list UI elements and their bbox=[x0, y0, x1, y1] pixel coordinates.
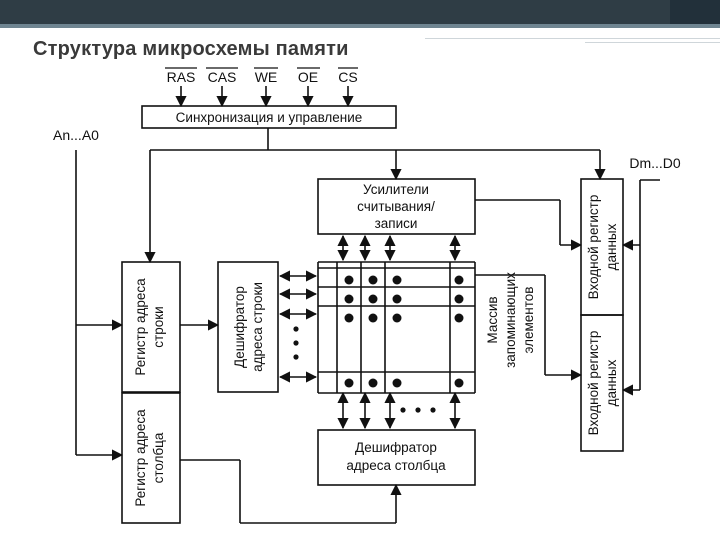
input-reg-top-line1: Входной регистр bbox=[586, 195, 601, 300]
array-line2: запоминающих bbox=[503, 272, 518, 368]
slide-top-bar-corner bbox=[670, 0, 720, 26]
input-reg-bottom-line2: данных bbox=[604, 359, 619, 406]
input-reg-top-line2: данных bbox=[604, 223, 619, 270]
memory-cells bbox=[293, 275, 464, 413]
row-register-line2: строки bbox=[151, 306, 166, 347]
slide-top-accent bbox=[0, 24, 720, 28]
col-register-line1: Регистр адреса bbox=[133, 409, 148, 507]
sense-amp-line3: записи bbox=[375, 216, 418, 231]
address-bus-label: An...A0 bbox=[53, 127, 99, 143]
title-decoration bbox=[425, 38, 720, 44]
sense-amp-line1: Усилители bbox=[363, 182, 429, 197]
col-decoder-line1: Дешифратор bbox=[355, 440, 437, 455]
row-decoder-line1: Дешифратор bbox=[232, 286, 247, 368]
col-decoder-line2: адреса столбца bbox=[346, 458, 446, 473]
sync-control-block bbox=[141, 105, 397, 129]
signal-ras: RAS bbox=[167, 69, 196, 85]
sense-amp-line2: считывания/ bbox=[357, 199, 435, 214]
row-decoder-line2: адреса строки bbox=[250, 282, 265, 372]
array-line1: Массив bbox=[485, 296, 500, 343]
signal-cs: CS bbox=[338, 69, 357, 85]
sync-control-label: Синхронизация и управление bbox=[176, 110, 363, 125]
row-register-line1: Регистр адреса bbox=[133, 278, 148, 376]
col-register-line2: столбца bbox=[151, 432, 166, 483]
slide-top-bar bbox=[0, 0, 720, 26]
array-line3: элементов bbox=[521, 287, 536, 354]
input-register-bottom bbox=[580, 314, 624, 452]
input-reg-bottom-line1: Входной регистр bbox=[586, 331, 601, 436]
slide-title: Структура микросхемы памяти bbox=[33, 38, 349, 60]
data-bus-label: Dm...D0 bbox=[629, 155, 681, 171]
signal-we: WE bbox=[255, 69, 278, 85]
signal-cas: CAS bbox=[208, 69, 237, 85]
signal-oe: OE bbox=[298, 69, 318, 85]
memory-array-grid bbox=[317, 261, 476, 394]
row-decoder-block bbox=[217, 261, 279, 393]
